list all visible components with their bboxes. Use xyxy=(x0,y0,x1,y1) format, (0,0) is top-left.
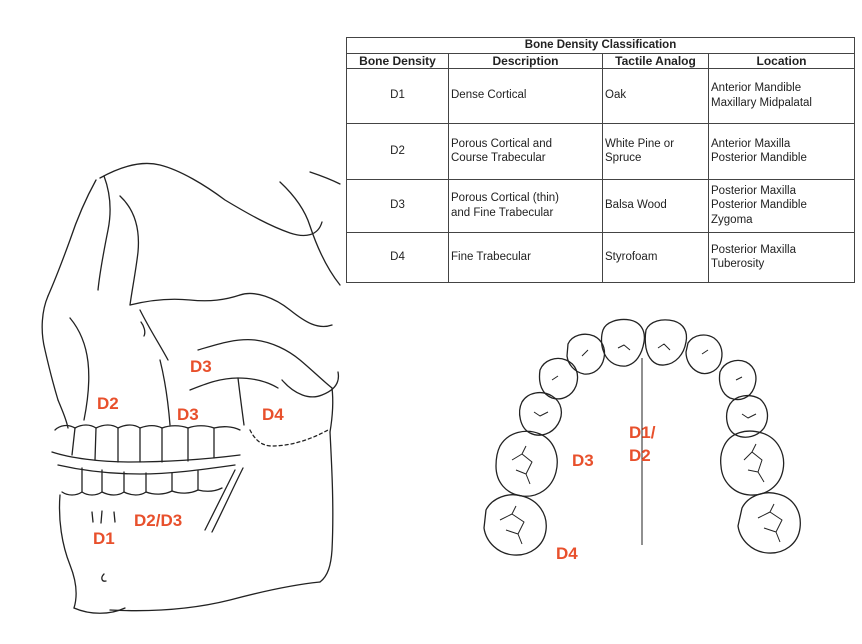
cell-description: Dense Cortical xyxy=(449,68,603,123)
cell-text: Posterior Mandible xyxy=(711,198,852,213)
cell-description: Porous Cortical (thin)and Fine Trabecula… xyxy=(449,179,603,232)
cell-text: Styrofoam xyxy=(605,250,706,265)
cell-text: Anterior Maxilla xyxy=(711,137,852,152)
skull-label-d3-mid: D3 xyxy=(177,406,199,423)
cell-text: Fine Trabecular xyxy=(451,250,600,265)
cell-text: Maxillary Midpalatal xyxy=(711,96,852,111)
arch-label-d3: D3 xyxy=(572,452,594,469)
cell-text: Posterior Maxilla xyxy=(711,184,852,199)
cell-text: and Fine Trabecular xyxy=(451,206,600,221)
tooth-central-right xyxy=(645,320,686,365)
tooth-lateral-right xyxy=(686,335,722,374)
cell-analog: Styrofoam xyxy=(603,232,709,282)
tooth-molar-1-left xyxy=(496,431,557,496)
tooth-central-left xyxy=(602,319,645,366)
skull-label-d2-d3: D2/D3 xyxy=(134,512,182,529)
tooth-molar-1-right xyxy=(721,431,784,495)
skull-label-d4: D4 xyxy=(262,406,284,423)
bone-density-table: Bone Density Classification Bone Density… xyxy=(346,37,855,283)
tooth-canine-right xyxy=(719,360,755,399)
header-tactile-analog: Tactile Analog xyxy=(603,53,709,68)
tooth-molar-2-right xyxy=(738,493,800,553)
cell-text: Dense Cortical xyxy=(451,88,600,103)
cell-density: D4 xyxy=(347,232,449,282)
cell-text: Course Trabecular xyxy=(451,151,600,166)
cell-density: D2 xyxy=(347,123,449,179)
arch-label-d1-d2-line1: D1/ xyxy=(629,424,655,441)
tooth-lateral-left xyxy=(567,334,605,374)
cell-text: Posterior Mandible xyxy=(711,151,852,166)
table-title: Bone Density Classification xyxy=(347,38,855,54)
cell-text: Spruce xyxy=(605,151,706,166)
skull-label-d2: D2 xyxy=(97,395,119,412)
fissures xyxy=(500,344,782,544)
cell-text: Porous Cortical and xyxy=(451,137,600,152)
cell-density: D1 xyxy=(347,68,449,123)
cell-text: Porous Cortical (thin) xyxy=(451,191,600,206)
cell-text: White Pine or xyxy=(605,137,706,152)
header-bone-density: Bone Density xyxy=(347,53,449,68)
cell-text: Balsa Wood xyxy=(605,198,706,213)
skull-label-d3-upper: D3 xyxy=(190,358,212,375)
cell-analog: Balsa Wood xyxy=(603,179,709,232)
cell-description: Fine Trabecular xyxy=(449,232,603,282)
header-description: Description xyxy=(449,53,603,68)
cell-analog: Oak xyxy=(603,68,709,123)
header-location: Location xyxy=(709,53,855,68)
arch-label-d1-d2-line2: D2 xyxy=(629,447,651,464)
table-row: D4 Fine Trabecular Styrofoam Posterior M… xyxy=(347,232,855,282)
cell-text: Zygoma xyxy=(711,213,852,228)
cell-text: Posterior Maxilla xyxy=(711,243,852,258)
cell-text: Tuberosity xyxy=(711,257,852,272)
tooth-premolar-1-left xyxy=(520,393,562,436)
table-row: D3 Porous Cortical (thin)and Fine Trabec… xyxy=(347,179,855,232)
cell-text: Oak xyxy=(605,88,706,103)
cell-density: D3 xyxy=(347,179,449,232)
arch-label-d4: D4 xyxy=(556,545,578,562)
tooth-molar-2-left xyxy=(484,495,546,555)
skull-label-d1: D1 xyxy=(93,530,115,547)
cell-text: Anterior Mandible xyxy=(711,81,852,96)
